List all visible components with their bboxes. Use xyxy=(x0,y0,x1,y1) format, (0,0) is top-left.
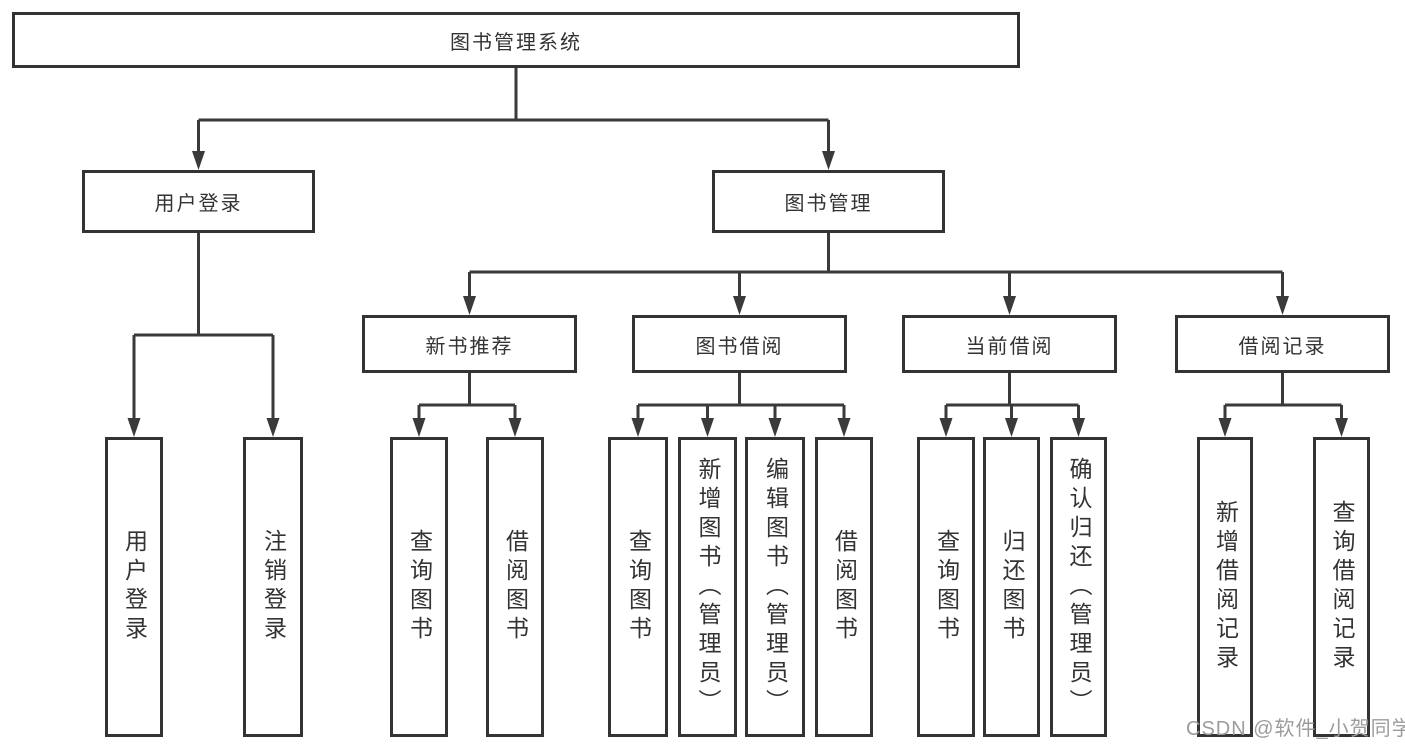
node-current-borrowing: 当前借阅 xyxy=(902,315,1117,373)
node-book-borrowing: 图书借阅 xyxy=(632,315,847,373)
node-label: 借阅图书 xyxy=(502,529,529,645)
node-logout-leaf: 注销登录 xyxy=(243,437,303,737)
node-new-book-recommend: 新书推荐 xyxy=(362,315,577,373)
connector-book-borrowing-children xyxy=(631,373,851,437)
csdn-watermark: CSDN @软件_小贺同学 xyxy=(1186,718,1405,740)
connector-borrow-records-children xyxy=(1218,373,1348,437)
node-query-borrow-record: 查询借阅记录 xyxy=(1313,437,1370,737)
node-borrow-records: 借阅记录 xyxy=(1175,315,1390,373)
node-book-management: 图书管理 xyxy=(712,170,945,233)
node-query-books-borrowing: 查询图书 xyxy=(608,437,668,737)
connector-new-book-recommend-children xyxy=(412,373,522,437)
node-add-borrow-record: 新增借阅记录 xyxy=(1197,437,1253,737)
node-library-system: 图书管理系统 xyxy=(12,12,1020,68)
node-label: 新书推荐 xyxy=(425,335,514,358)
node-label: 确认归还（管理员） xyxy=(1066,456,1092,718)
node-label: 图书管理系统 xyxy=(450,31,582,54)
connector-book-management-children xyxy=(463,233,1289,315)
node-label: 查询借阅记录 xyxy=(1329,500,1355,674)
node-label: 注销登录 xyxy=(260,529,287,645)
node-return-books: 归还图书 xyxy=(983,437,1040,737)
node-label: 查询图书 xyxy=(933,529,960,645)
node-borrow-books-recommend: 借阅图书 xyxy=(486,437,544,737)
node-label: 用户登录 xyxy=(121,529,148,645)
node-label: 图书借阅 xyxy=(695,335,784,358)
connector-user-login-children xyxy=(127,233,280,437)
node-label: 借阅图书 xyxy=(831,529,858,645)
node-label: 借阅记录 xyxy=(1238,335,1327,358)
node-user-login: 用户登录 xyxy=(82,170,315,233)
node-query-books-recommend: 查询图书 xyxy=(390,437,448,737)
node-query-books-current: 查询图书 xyxy=(917,437,975,737)
node-borrow-books-borrowing: 借阅图书 xyxy=(815,437,873,737)
node-label: 归还图书 xyxy=(999,529,1025,645)
node-edit-book-admin: 编辑图书（管理员） xyxy=(745,437,805,737)
node-label: 用户登录 xyxy=(154,193,243,215)
node-label: 当前借阅 xyxy=(965,335,1054,358)
node-add-book-admin: 新增图书（管理员） xyxy=(678,437,737,737)
node-label: 新增借阅记录 xyxy=(1212,500,1239,674)
node-label: 查询图书 xyxy=(406,529,433,645)
connector-root-to-level2 xyxy=(192,68,835,170)
node-user-login-leaf: 用户登录 xyxy=(105,437,163,737)
node-label: 编辑图书（管理员） xyxy=(762,456,789,718)
connector-current-borrowing-children xyxy=(939,373,1085,437)
node-label: 查询图书 xyxy=(625,529,652,645)
node-label: 新增图书（管理员） xyxy=(695,456,721,718)
node-label: 图书管理 xyxy=(784,193,873,215)
node-confirm-return-admin: 确认归还（管理员） xyxy=(1050,437,1107,737)
